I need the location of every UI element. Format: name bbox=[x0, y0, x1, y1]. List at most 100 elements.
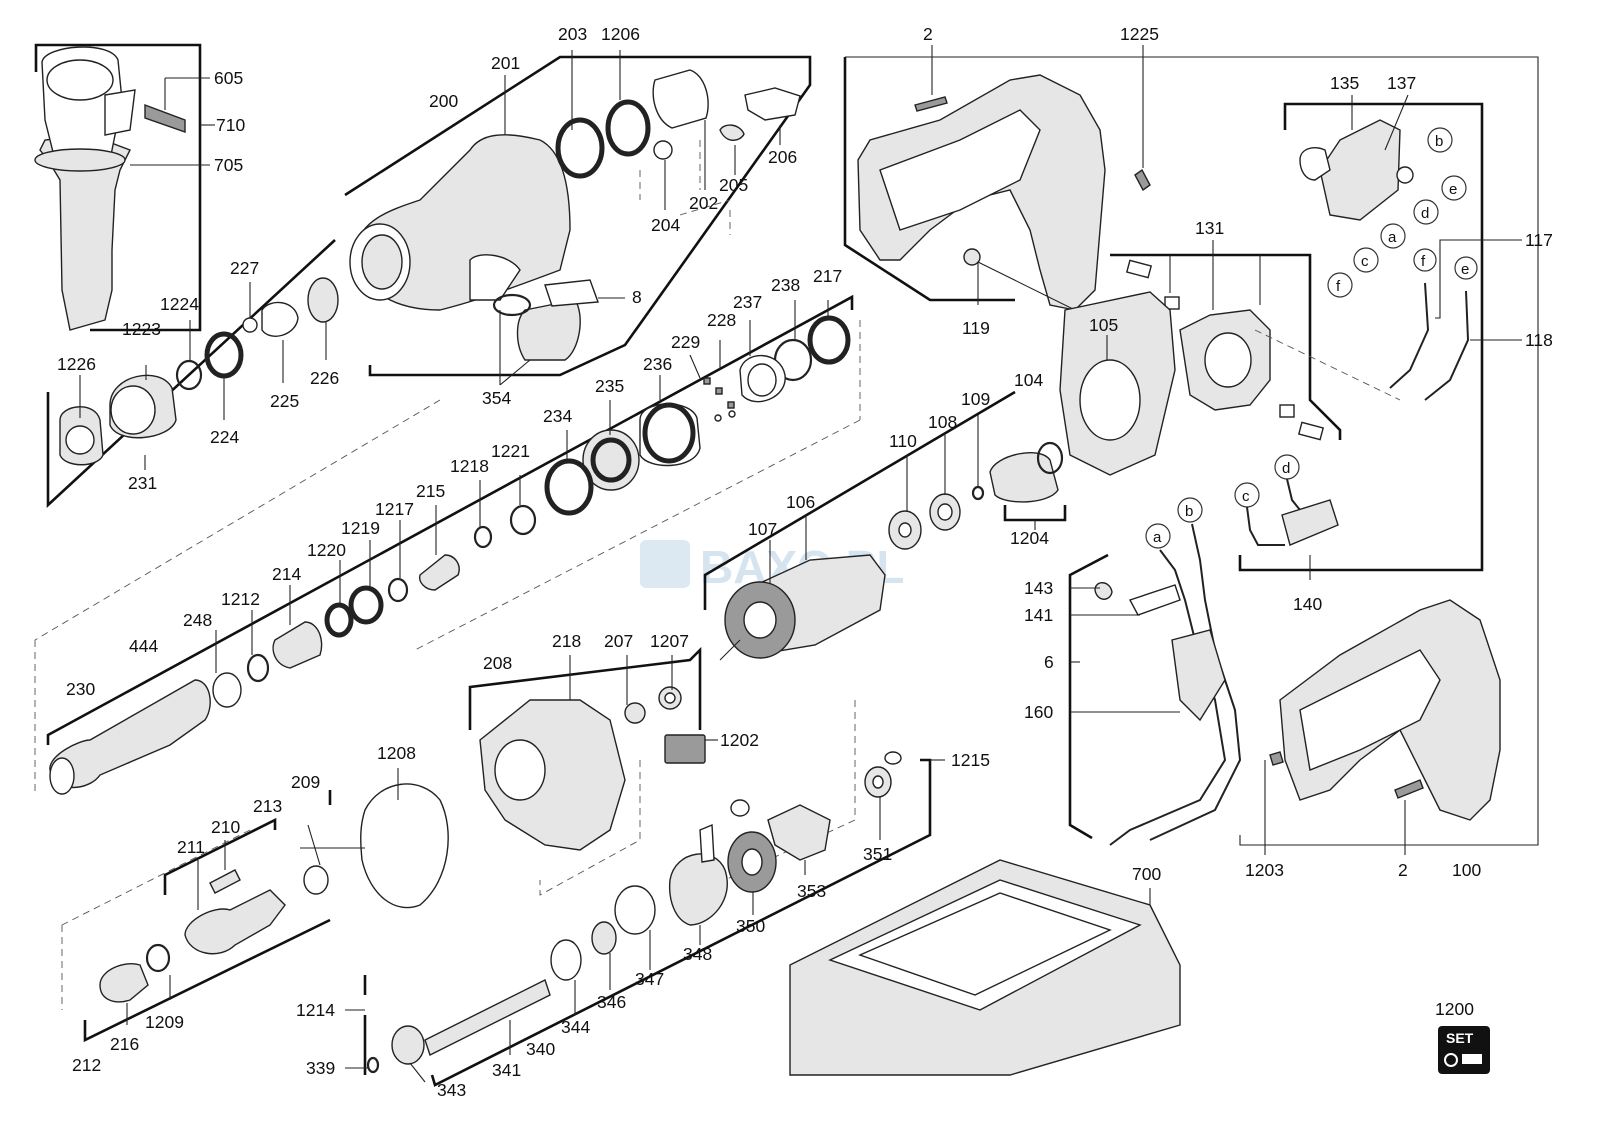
label-204: 204 bbox=[651, 215, 680, 235]
pin-1203 bbox=[1269, 751, 1284, 766]
label-210: 210 bbox=[211, 817, 240, 837]
label-6: 6 bbox=[1044, 652, 1054, 672]
set-icon-text: SET bbox=[1446, 1030, 1474, 1046]
ring-1209 bbox=[145, 943, 171, 973]
label-248: 248 bbox=[183, 610, 212, 630]
label-160: 160 bbox=[1024, 702, 1053, 722]
label-224: 224 bbox=[210, 427, 239, 447]
label-211: 211 bbox=[177, 837, 205, 857]
hammer-tube-230 bbox=[49, 679, 211, 789]
label-206: 206 bbox=[768, 147, 797, 167]
marker-e-1: e bbox=[1449, 181, 1457, 198]
screw-2-top bbox=[914, 96, 948, 112]
label-108: 108 bbox=[928, 412, 957, 432]
ring-203 bbox=[555, 117, 605, 179]
label-119: 119 bbox=[962, 318, 990, 338]
gear-344 bbox=[550, 939, 582, 981]
label-353: 353 bbox=[797, 881, 826, 901]
label-226: 226 bbox=[310, 368, 339, 388]
pinion-343 bbox=[391, 1025, 425, 1065]
tip-216 bbox=[99, 963, 149, 1003]
label-212: 212 bbox=[72, 1055, 101, 1075]
label-1214: 1214 bbox=[296, 1000, 335, 1020]
washer-347 bbox=[614, 885, 656, 935]
label-105: 105 bbox=[1089, 315, 1118, 335]
label-1209: 1209 bbox=[145, 1012, 184, 1032]
side-handle-group: 605 710 705 bbox=[34, 43, 245, 332]
switch-trigger bbox=[1299, 147, 1331, 181]
ring-1219 bbox=[348, 585, 384, 625]
label-208: 208 bbox=[483, 653, 512, 673]
wires-117-118: f e bbox=[1389, 239, 1522, 401]
label-131: 131 bbox=[1195, 218, 1224, 238]
label-205: 205 bbox=[719, 175, 748, 195]
marker-e-2: e bbox=[1461, 261, 1469, 278]
spring-205 bbox=[719, 124, 745, 141]
spring-346 bbox=[591, 921, 617, 955]
label-1206: 1206 bbox=[601, 24, 640, 44]
label-1212: 1212 bbox=[221, 589, 260, 609]
label-109: 109 bbox=[961, 389, 990, 409]
marker-c-1: c bbox=[1361, 253, 1369, 270]
label-234: 234 bbox=[543, 406, 572, 426]
washer-1218 bbox=[473, 525, 493, 549]
ring-209 bbox=[303, 865, 329, 895]
shaft-341 bbox=[424, 979, 551, 1056]
ring-1220 bbox=[324, 602, 354, 638]
label-1226: 1226 bbox=[57, 354, 96, 374]
label-228: 228 bbox=[707, 310, 736, 330]
label-343: 343 bbox=[437, 1080, 466, 1100]
marker-c-2: c bbox=[1242, 488, 1250, 505]
pins-229 bbox=[703, 377, 736, 422]
brush-c bbox=[1279, 404, 1295, 418]
label-118: 118 bbox=[1525, 330, 1553, 350]
label-347: 347 bbox=[635, 969, 664, 989]
label-140: 140 bbox=[1293, 594, 1322, 614]
circlip-1217 bbox=[387, 577, 409, 603]
label-1207: 1207 bbox=[650, 631, 689, 651]
label-350: 350 bbox=[736, 916, 765, 936]
housing-half-right: 1203 2 100 bbox=[1245, 599, 1501, 880]
label-1223: 1223 bbox=[122, 319, 161, 339]
drive-shaft-group-1214: 1215 351 353 350 348 347 346 344 340 341… bbox=[296, 750, 990, 1100]
label-200: 200 bbox=[429, 91, 458, 111]
label-230: 230 bbox=[66, 679, 95, 699]
label-351: 351 bbox=[863, 844, 892, 864]
circlip-1224 bbox=[175, 359, 203, 391]
label-700: 700 bbox=[1132, 864, 1161, 884]
housing-group-100: 2 1225 119 bbox=[843, 24, 1539, 846]
label-444: 444 bbox=[129, 636, 158, 656]
armature-group: 104 109 108 110 106 107 bbox=[703, 370, 1043, 661]
bushing-214 bbox=[272, 621, 323, 669]
label-344: 344 bbox=[561, 1017, 590, 1037]
label-106: 106 bbox=[786, 492, 815, 512]
label-341: 341 bbox=[492, 1060, 521, 1080]
label-110: 110 bbox=[889, 431, 917, 451]
label-137: 137 bbox=[1387, 73, 1416, 93]
label-141: 141 bbox=[1024, 605, 1053, 625]
label-346: 346 bbox=[597, 992, 626, 1012]
label-229: 229 bbox=[671, 332, 700, 352]
label-143: 143 bbox=[1024, 578, 1053, 598]
clip-206 bbox=[744, 87, 801, 121]
label-209: 209 bbox=[291, 772, 320, 792]
brush-d bbox=[1297, 421, 1325, 441]
threaded-rod bbox=[144, 103, 186, 133]
label-1220: 1220 bbox=[307, 540, 346, 560]
bearing-sleeve bbox=[652, 69, 709, 129]
label-104: 104 bbox=[1014, 370, 1043, 390]
screw-143 bbox=[1094, 582, 1113, 600]
ring-1212 bbox=[246, 653, 270, 683]
shaft-assembly-104: 217 238 237 228 229 236 235 234 1221 121… bbox=[46, 266, 854, 795]
label-235: 235 bbox=[595, 376, 624, 396]
stator-105: 105 1204 bbox=[989, 291, 1176, 548]
gear-housing-group-208: 208 218 207 1207 1202 bbox=[468, 631, 856, 896]
label-1204: 1204 bbox=[1010, 528, 1049, 548]
marker-d-1: d bbox=[1421, 205, 1429, 222]
plate-353 bbox=[767, 804, 831, 861]
label-1200: 1200 bbox=[1435, 999, 1474, 1019]
spring-1204 bbox=[989, 452, 1059, 503]
marker-b-1: b bbox=[1435, 133, 1443, 150]
pin-215 bbox=[418, 554, 460, 591]
